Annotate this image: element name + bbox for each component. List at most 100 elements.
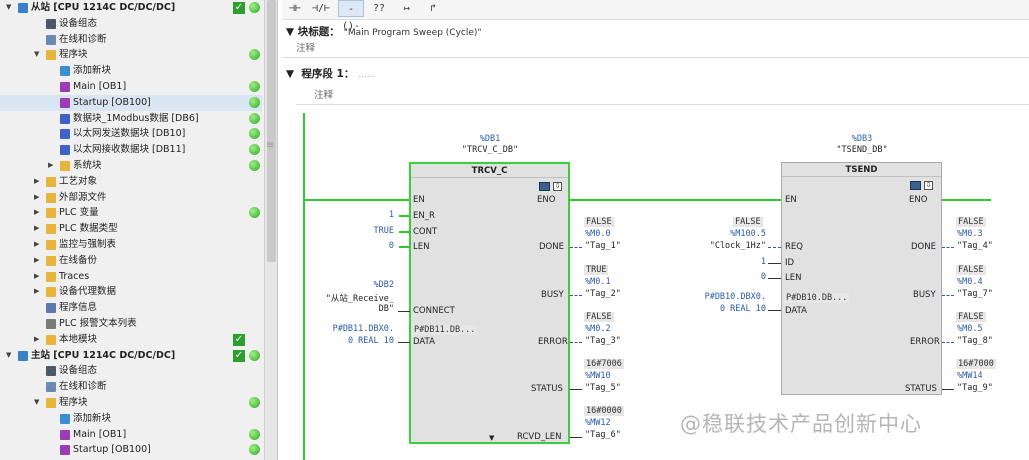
block-comment[interactable]: 注释 xyxy=(296,43,316,54)
expand-arrow-icon[interactable]: ▶ xyxy=(48,161,54,169)
expand-arrow-icon[interactable]: ▶ xyxy=(34,192,40,201)
open-branch-button[interactable]: ↦ xyxy=(403,3,411,14)
trcv-rcvd-len-addr: %MW12 xyxy=(585,418,611,428)
tree-item[interactable]: Main [OB1] xyxy=(0,427,262,443)
tsend-block[interactable]: TSEND ⇩ xyxy=(781,162,942,395)
block-info-icon[interactable] xyxy=(539,182,550,191)
tree-item[interactable]: 程序信息 xyxy=(0,300,262,316)
tree-item-label: PLC 数据类型 xyxy=(59,223,118,235)
power-flow-line xyxy=(399,246,410,248)
block-settings-icon[interactable]: ⇩ xyxy=(924,181,933,190)
trcv-cont-value[interactable]: TRUE xyxy=(373,226,394,236)
network-row[interactable]: ▼ 程序段 1：...... xyxy=(286,68,376,80)
tsend-pin-en: EN xyxy=(785,195,797,205)
collapse-arrow-icon[interactable]: ▼ xyxy=(34,50,40,59)
tree-item-label: 程序块 xyxy=(59,397,88,408)
collapse-arrow-icon[interactable]: ▼ xyxy=(34,398,40,406)
tsend-id-value[interactable]: 1 xyxy=(760,257,766,267)
tsend-db-name[interactable]: "TSEND_DB" xyxy=(836,145,888,155)
tree-item[interactable]: ▶ 外部源文件 xyxy=(0,190,262,206)
tree-item[interactable]: 设备组态 xyxy=(0,363,262,379)
tree-item-label: 外部源文件 xyxy=(59,191,107,203)
expand-arrow-icon[interactable]: ▶ xyxy=(34,255,40,264)
tsend-req-tag[interactable]: "Clock_1Hz" xyxy=(709,241,766,251)
tree-item[interactable]: Main [OB1] xyxy=(0,79,262,95)
tree-item[interactable]: ▶本地模块✓ xyxy=(0,332,262,348)
trcv-connect-name[interactable]: "从站_Receive_ xyxy=(325,294,394,304)
tree-scrollbar[interactable] xyxy=(264,0,277,460)
block-settings-icon[interactable]: ⇩ xyxy=(553,182,562,191)
tree-item[interactable]: 以太网接收数据块 [DB11] xyxy=(0,142,262,158)
tree-item[interactable]: ▶工艺对象 xyxy=(0,174,262,190)
status-wire xyxy=(942,389,954,390)
trcv-busy-addr: %M0.1 xyxy=(585,277,611,287)
tree-item[interactable]: ▼主站 [CPU 1214C DC/DC/DC]✓ xyxy=(0,348,262,364)
project-tree: ▼从站 [CPU 1214C DC/DC/DC]✓设备组态在线和诊断▼程序块添加… xyxy=(0,0,278,460)
status-ok-icon xyxy=(249,207,260,219)
trcv-error-tag[interactable]: "Tag_3" xyxy=(585,336,621,346)
trcv-done-tag[interactable]: "Tag_1" xyxy=(585,241,621,251)
tree-item[interactable]: ▶设备代理数据 xyxy=(0,284,262,300)
tsend-block-title: TSEND xyxy=(782,163,941,177)
trcv-connect-name-2[interactable]: DB" xyxy=(378,304,394,314)
tree-item[interactable]: PLC 报警文本列表 xyxy=(0,316,262,332)
tsend-done-tag[interactable]: "Tag_4" xyxy=(957,241,993,251)
data-wire xyxy=(398,342,410,343)
tree-item[interactable]: Startup [OB100] xyxy=(0,94,262,111)
expand-arrow-icon[interactable]: ▶ xyxy=(34,208,40,217)
coil-button[interactable]: -()- xyxy=(338,0,364,32)
folder-icon xyxy=(46,271,56,282)
tree-item[interactable]: 设备组态 xyxy=(0,16,262,32)
block-info-icon[interactable] xyxy=(910,181,921,190)
tree-item[interactable]: ▶Traces xyxy=(0,269,262,285)
trcv-en-r-value[interactable]: 1 xyxy=(388,210,394,220)
expand-arrow-icon[interactable]: ▶ xyxy=(34,271,40,280)
tree-item[interactable]: 添加新块 xyxy=(0,63,262,79)
status-ok-icon xyxy=(249,160,260,171)
scrollbar-thumb[interactable] xyxy=(267,0,276,262)
tree-item[interactable]: 在线和诊断 xyxy=(0,379,262,395)
tsend-busy-tag[interactable]: "Tag_7" xyxy=(957,289,993,299)
expand-arrow-icon[interactable]: ▶ xyxy=(34,176,40,185)
no-contact-button[interactable]: ⊣⊢ xyxy=(288,3,302,14)
block-title-row[interactable]: ▼ 块标题："Main Program Sweep (Cycle)" xyxy=(286,26,482,38)
trcv-rcvd-len-tag[interactable]: "Tag_6" xyxy=(585,430,621,440)
trcv-status-tag[interactable]: "Tag_5" xyxy=(585,383,621,393)
trcv-len-value[interactable]: 0 xyxy=(388,241,394,251)
tree-item[interactable]: ▶监控与强制表 xyxy=(0,237,262,253)
tree-item[interactable]: 添加新块 xyxy=(0,411,262,427)
trcv-c-block[interactable]: TRCV_C ⇩ ▼ xyxy=(409,162,570,444)
expand-arrow-icon[interactable]: ▶ xyxy=(34,224,40,233)
tree-item[interactable]: ▼程序块 xyxy=(0,47,262,63)
splitter-grip[interactable]: ≡ xyxy=(266,140,275,151)
tree-item[interactable]: 以太网发送数据块 [DB10] xyxy=(0,126,262,142)
tree-item-label: 从站 [CPU 1214C DC/DC/DC] xyxy=(31,2,176,13)
tsend-error-tag[interactable]: "Tag_8" xyxy=(957,336,993,346)
tsend-len-value[interactable]: 0 xyxy=(760,272,766,282)
tree-item-label: 设备组态 xyxy=(59,17,98,29)
tree-item[interactable]: ▶系统块 xyxy=(0,158,262,174)
check-icon: ✓ xyxy=(233,333,245,346)
empty-box-button[interactable]: ?? xyxy=(372,3,386,14)
tree-item[interactable]: ▼ 程序块 xyxy=(0,395,262,411)
tsend-status-tag[interactable]: "Tag_9" xyxy=(957,383,993,393)
network-comment[interactable]: 注释 xyxy=(314,90,334,101)
trcv-busy-tag[interactable]: "Tag_2" xyxy=(585,289,621,299)
expand-arrow-icon[interactable]: ▶ xyxy=(34,287,40,296)
tree-item[interactable]: ▼从站 [CPU 1214C DC/DC/DC]✓ xyxy=(0,0,262,16)
collapse-arrow-icon[interactable]: ▼ xyxy=(6,350,12,359)
tree-item[interactable]: ▶PLC 变量 xyxy=(0,205,262,221)
expand-arrow-icon[interactable]: ▶ xyxy=(34,334,40,343)
expand-arrow-icon[interactable]: ▶ xyxy=(34,240,40,248)
trcv-db-name[interactable]: "TRCV_C_DB" xyxy=(461,145,519,155)
collapse-arrow-icon[interactable]: ▼ xyxy=(6,3,12,11)
nc-contact-button[interactable]: ⊣/⊢ xyxy=(311,3,331,14)
tree-item[interactable]: ▶在线备份 xyxy=(0,253,262,269)
close-branch-button[interactable]: ↱ xyxy=(429,3,437,14)
tree-item[interactable]: Startup [OB100] xyxy=(0,442,262,458)
tree-item[interactable]: 数据块_1Modbus数据 [DB6] xyxy=(0,111,262,127)
ob-icon xyxy=(60,429,70,440)
tree-item[interactable]: ▶ PLC 数据类型 xyxy=(0,221,262,237)
expand-arrow-icon[interactable]: ▼ xyxy=(489,434,495,442)
tree-item[interactable]: 在线和诊断 xyxy=(0,32,262,48)
